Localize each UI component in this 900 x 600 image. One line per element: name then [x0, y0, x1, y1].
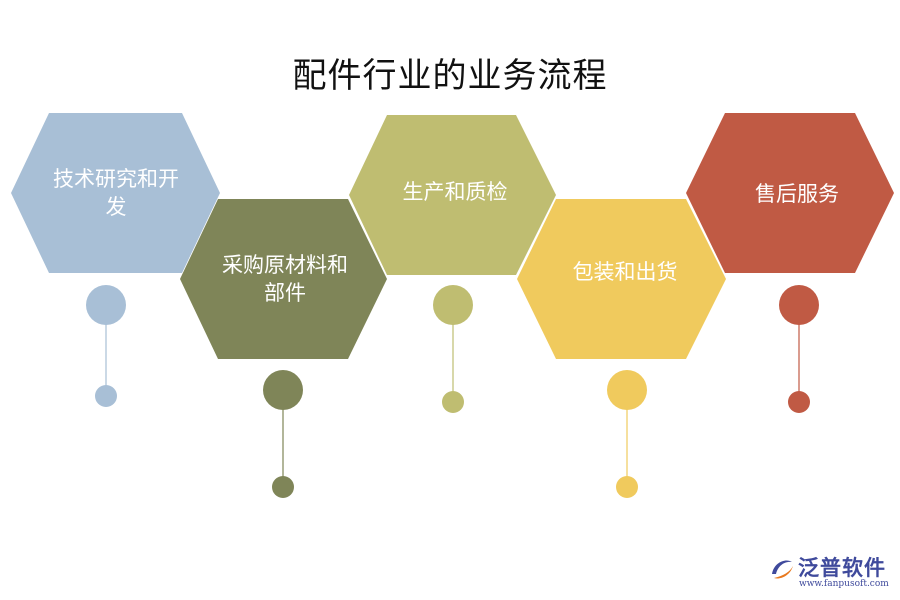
step-1-large-dot — [86, 285, 126, 325]
step-4-small-dot — [616, 476, 638, 498]
step-3-hexagon — [349, 115, 556, 275]
logo-brand-name: 泛普软件 — [798, 556, 886, 580]
step-2 — [180, 199, 387, 498]
brand-logo: 泛普软件 www.fanpusoft.com — [768, 552, 893, 594]
step-5-large-dot — [779, 285, 819, 325]
step-4-hexagon — [517, 199, 726, 359]
step-5 — [686, 113, 894, 413]
step-2-hexagon — [180, 199, 387, 359]
step-4-large-dot — [607, 370, 647, 410]
step-1-hexagon — [11, 113, 220, 273]
step-2-large-dot — [263, 370, 303, 410]
step-2-label: 采购原材料和部件 — [222, 252, 348, 305]
step-5-small-dot — [788, 391, 810, 413]
step-3-label: 生产和质检 — [402, 179, 508, 204]
step-3 — [349, 115, 556, 413]
step-4-label: 包装和出货 — [572, 259, 678, 284]
step-1-label: 技术研究和开发 — [53, 166, 179, 219]
logo-swoosh-icon — [772, 560, 793, 579]
step-2-small-dot — [272, 476, 294, 498]
step-3-small-dot — [442, 391, 464, 413]
step-1 — [11, 113, 220, 407]
step-1-small-dot — [95, 385, 117, 407]
logo-url: www.fanpusoft.com — [799, 579, 889, 589]
step-5-label: 售后服务 — [755, 181, 839, 206]
step-3-large-dot — [433, 285, 473, 325]
step-4 — [517, 199, 726, 498]
diagram-title: 配件行业的业务流程 — [292, 56, 608, 96]
step-5-hexagon — [686, 113, 894, 273]
